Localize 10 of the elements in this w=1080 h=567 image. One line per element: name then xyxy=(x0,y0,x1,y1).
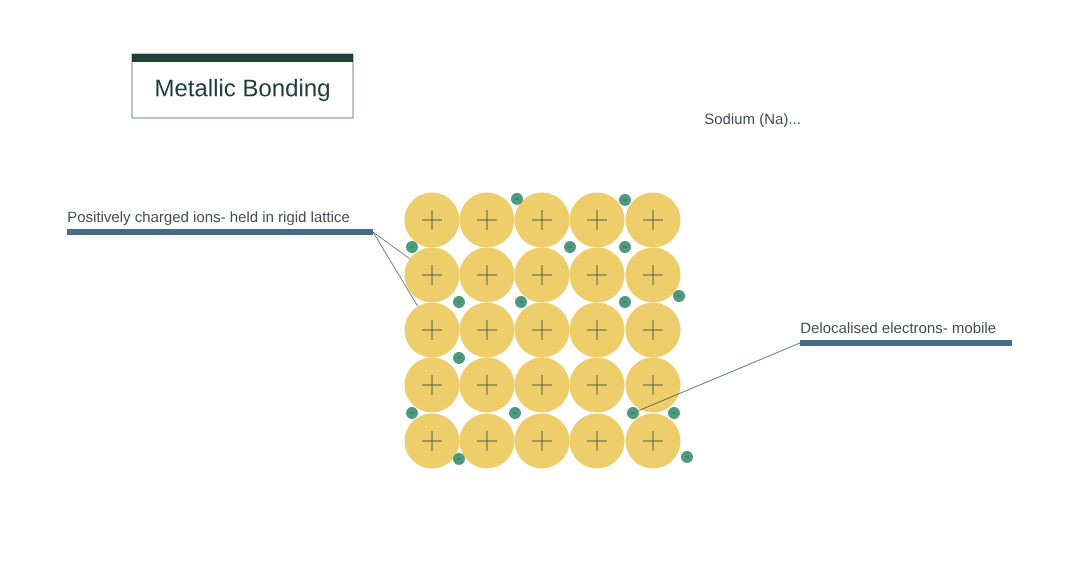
positive-ion xyxy=(404,247,460,303)
note-text: Sodium (Na)... xyxy=(704,113,800,128)
title-box: Metallic Bonding xyxy=(131,53,354,119)
leader-line xyxy=(638,342,801,411)
underlined-label: Delocalised electrons- mobile xyxy=(800,322,1012,346)
positive-ion xyxy=(404,302,460,358)
leader-line xyxy=(372,231,410,260)
underlined-label: Positively charged ions- held in rigid lattice xyxy=(67,211,373,235)
electron xyxy=(627,407,639,419)
leader-line xyxy=(372,231,419,307)
